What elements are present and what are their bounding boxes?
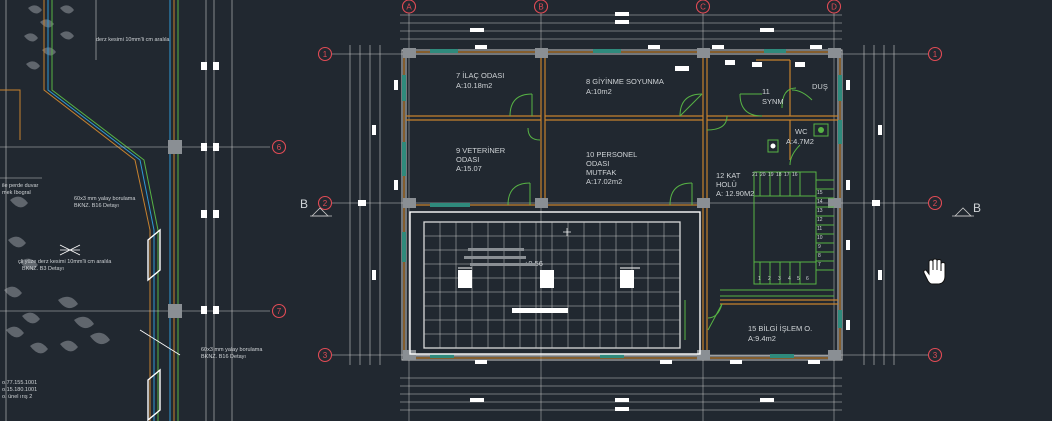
- room-12-area: A: 12.90M2: [716, 189, 754, 198]
- building-plan[interactable]: 21 20 19 18 17 16 15 14 13 12 11 10 9 8 …: [394, 45, 850, 364]
- door-swings: [507, 89, 813, 340]
- windows: [402, 49, 842, 358]
- columns: [403, 48, 841, 360]
- room-12-line2: HOLÜ: [716, 180, 737, 189]
- room-11-area: SYNM: [762, 97, 784, 106]
- svg-text:B: B: [300, 197, 308, 211]
- room-15-area: A:9.4m2: [748, 334, 776, 343]
- svg-text:C: C: [700, 3, 706, 12]
- svg-text:D: D: [831, 3, 837, 12]
- svg-text:4: 4: [788, 276, 791, 282]
- note-7: BKNZ. B3 Detayı: [22, 266, 64, 272]
- room-9-name: 9 VETERİNER: [456, 146, 506, 155]
- svg-text:14: 14: [817, 199, 823, 205]
- svg-text:3: 3: [323, 351, 328, 360]
- svg-text:3: 3: [933, 351, 938, 360]
- svg-text:6: 6: [277, 143, 282, 152]
- stairs[interactable]: [720, 171, 834, 297]
- svg-text:12: 12: [817, 217, 823, 223]
- column-bubble-d[interactable]: D: [826, 0, 842, 14]
- room-wc-name: WC: [795, 127, 808, 136]
- column-bubble-b[interactable]: B: [533, 0, 549, 14]
- room-10-line2: ODASI: [586, 159, 609, 168]
- slab-area[interactable]: +9.56: [409, 211, 701, 355]
- row-bubble-left-1[interactable]: 1: [317, 46, 333, 62]
- room-9-line2: ODASI: [456, 155, 479, 164]
- svg-text:9: 9: [818, 244, 821, 250]
- room-11-name: 11: [762, 87, 770, 96]
- stair-numbers: 21 20 19 18 17 16 15 14 13 12 11 10 9 8 …: [752, 172, 823, 282]
- svg-text:19: 19: [768, 172, 774, 178]
- dimension-ticks: [358, 12, 882, 411]
- room-wc-area: A:4.7M2: [786, 137, 814, 146]
- svg-text:7: 7: [818, 262, 821, 268]
- svg-text:A: A: [406, 3, 412, 12]
- room-8-name: 8 GİYİNME SOYUNMA: [586, 77, 664, 86]
- svg-text:B: B: [538, 3, 543, 12]
- room-dus-name: DUŞ: [812, 82, 828, 91]
- room-9-area: A:15.07: [456, 164, 482, 173]
- room-8-area: A:10m2: [586, 87, 612, 96]
- axis-bubble-7[interactable]: 7: [271, 303, 287, 319]
- svg-text:18: 18: [776, 172, 782, 178]
- svg-text:17: 17: [784, 172, 790, 178]
- room-10-area: A:17.02m2: [586, 177, 622, 186]
- hand-pan-icon: [923, 258, 946, 285]
- svg-text:8: 8: [818, 253, 821, 259]
- row-bubble-right-2[interactable]: 2: [927, 195, 943, 211]
- room-labels: 7 İLAÇ ODASI A:10.18m2 8 GİYİNME SOYUNMA…: [456, 71, 828, 343]
- note-5: BKNZ. B16 Detayı: [74, 203, 119, 209]
- left-detail-panel: derz kesimi 10mm'li cm aralıla ile perde…: [0, 0, 287, 421]
- svg-text:15: 15: [817, 190, 823, 196]
- room-12-name: 12 KAT: [716, 171, 741, 180]
- room-15-name: 15 BİLGİ İŞLEM O.: [748, 324, 812, 333]
- row-bubble-right-1[interactable]: 1: [927, 46, 943, 62]
- room-7-name: 7 İLAÇ ODASI: [456, 71, 504, 80]
- svg-text:B: B: [973, 201, 981, 215]
- note-11: o.15.180.1001: [2, 387, 37, 393]
- svg-text:20: 20: [760, 172, 766, 178]
- wc-fixtures: [767, 87, 829, 153]
- column-bubble-c[interactable]: C: [695, 0, 711, 14]
- svg-text:5: 5: [797, 276, 800, 282]
- row-bubble-left-3[interactable]: 3: [317, 347, 333, 363]
- svg-text:3: 3: [778, 276, 781, 282]
- note-4: 60x3 mm yalay borulama: [74, 196, 136, 202]
- note-8: 60x3 mm yalay borulama: [201, 347, 263, 353]
- section-mark-right[interactable]: B: [952, 201, 981, 217]
- note-3: mek Ibogral: [2, 190, 31, 196]
- note-9: BKNZ. B16 Detayı: [201, 354, 246, 360]
- svg-text:2: 2: [933, 199, 938, 208]
- svg-text:2: 2: [323, 199, 328, 208]
- svg-text:2: 2: [768, 276, 771, 282]
- svg-text:16: 16: [792, 172, 798, 178]
- svg-text:1: 1: [323, 50, 328, 59]
- row-bubble-right-3[interactable]: 3: [927, 347, 943, 363]
- svg-text:21: 21: [752, 172, 758, 178]
- svg-text:11: 11: [817, 226, 822, 232]
- svg-text:10: 10: [817, 235, 823, 241]
- svg-text:13: 13: [817, 208, 823, 214]
- slab-tile-grid: [423, 221, 681, 349]
- room-7-area: A:10.18m2: [456, 81, 492, 90]
- room-10-name: 10 PERSONEL: [586, 150, 637, 159]
- axis-bubble-6[interactable]: 6: [271, 139, 287, 155]
- note-2: ile perde duvar: [2, 183, 39, 189]
- svg-text:1: 1: [933, 50, 938, 59]
- svg-text:1: 1: [758, 276, 761, 282]
- row-bubble-left-2[interactable]: 2: [317, 195, 333, 211]
- room-10-line3: MUTFAK: [586, 168, 616, 177]
- svg-text:6: 6: [806, 276, 809, 282]
- column-bubble-a[interactable]: A: [401, 0, 417, 14]
- svg-text:7: 7: [277, 307, 282, 316]
- note-1: derz kesimi 10mm'li cm aralıla: [96, 37, 170, 43]
- note-10: o.77.155.1001: [2, 380, 37, 386]
- hatch-pattern: [4, 5, 110, 354]
- section-mark-left[interactable]: B: [300, 197, 332, 217]
- note-6: çli yüze derz kesimi 10mm'li cm aralıla: [18, 259, 112, 265]
- note-12: o. ünel ırış 2: [2, 394, 32, 400]
